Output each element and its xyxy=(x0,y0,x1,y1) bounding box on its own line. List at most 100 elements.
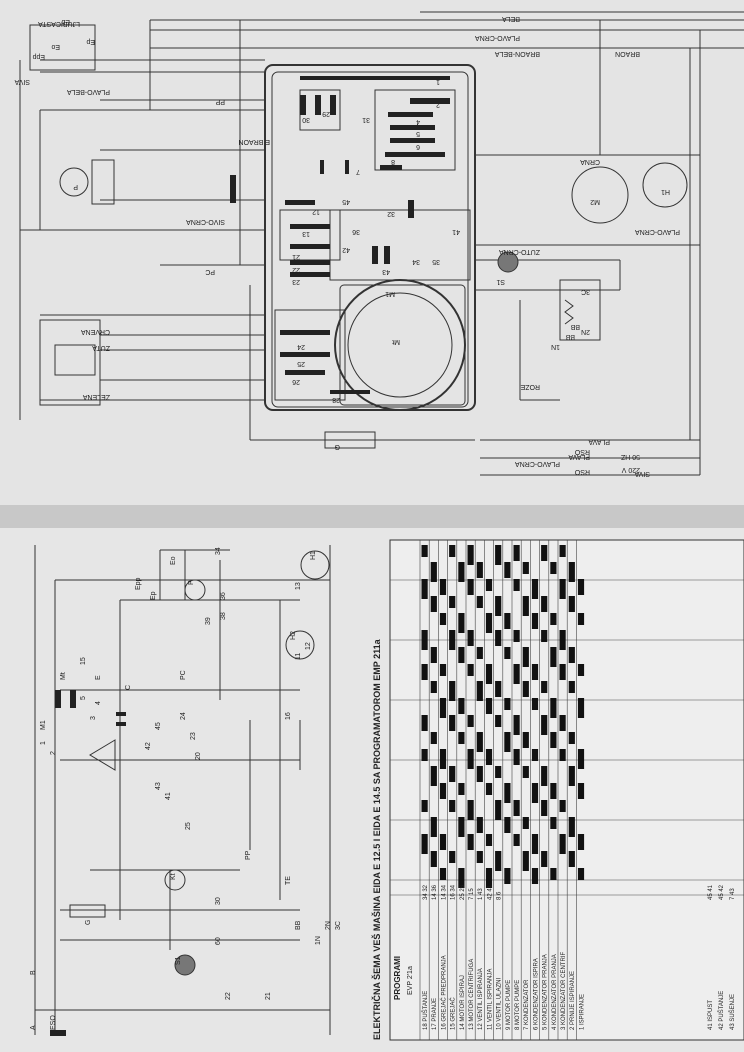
program-step-mark xyxy=(568,766,575,786)
table-row-label: 3 KONDENZATOR CENTRIF xyxy=(561,952,567,1030)
table-row-label: 2 PRNIJE ISPIRANJE xyxy=(570,971,576,1030)
schematic-label: 41 xyxy=(165,792,172,800)
schematic-label: 23 xyxy=(190,732,197,740)
program-step-mark xyxy=(577,579,585,595)
program-step-mark xyxy=(504,562,511,578)
program-step-mark xyxy=(504,868,511,884)
table-row-label: 17 PRANJE xyxy=(432,998,438,1030)
program-step-mark xyxy=(577,698,585,718)
supply-label: PLAVO-CRNA xyxy=(515,460,560,467)
schematic-label: 5 xyxy=(80,696,87,700)
program-step-mark xyxy=(439,868,447,880)
connector-number: 5 xyxy=(416,130,420,137)
table-contact-label: 14 36 xyxy=(432,884,438,900)
schematic-label: 42 xyxy=(145,742,152,750)
table-row-label: 11 VENTIL ISPIRANJA xyxy=(487,969,493,1030)
program-step-mark xyxy=(550,613,557,625)
program-step-mark xyxy=(485,664,493,684)
wire-label: ZUTO-CRNA xyxy=(499,248,540,255)
wire-label: BRAON-BELA xyxy=(495,50,540,57)
program-step-mark xyxy=(485,613,493,633)
schematic-label: BB xyxy=(295,920,302,930)
program-step-mark xyxy=(504,613,511,629)
program-step-mark xyxy=(467,545,474,565)
component-label: H1 xyxy=(661,188,670,195)
supply-label: 220 V xyxy=(621,466,640,473)
program-step-mark xyxy=(559,800,566,812)
program-step-mark xyxy=(513,715,520,735)
program-step-mark xyxy=(476,596,483,608)
program-step-mark xyxy=(476,681,483,701)
program-step-mark xyxy=(531,868,539,884)
program-step-mark xyxy=(513,749,520,765)
program-step-mark xyxy=(449,596,456,608)
component-label: Ep xyxy=(86,38,95,45)
program-step-mark xyxy=(577,868,585,880)
schematic-label: 43 xyxy=(155,782,162,790)
component-label: M2 xyxy=(590,198,600,205)
program-step-mark xyxy=(559,545,566,557)
program-step-mark xyxy=(485,698,493,714)
program-step-mark xyxy=(577,613,585,625)
schematic-label: 20 xyxy=(195,752,202,760)
component-label: S1 xyxy=(496,278,505,285)
component-label: PC xyxy=(205,268,215,275)
program-step-mark xyxy=(430,766,437,786)
schematic-label: 34 xyxy=(215,547,222,555)
program-step-mark xyxy=(495,681,502,697)
schematic-label: 24 xyxy=(180,712,187,720)
schematic-label: TE xyxy=(285,876,292,885)
program-step-mark xyxy=(513,579,520,591)
table-contact-label: 25 26 xyxy=(460,884,466,900)
switch-label: 2N xyxy=(581,328,590,335)
table-footer-value: 45 42 xyxy=(719,884,725,900)
component-label: P xyxy=(73,183,78,190)
table-row-label: 10 VENTIL ULAZNI xyxy=(497,978,503,1030)
program-step-mark xyxy=(439,664,447,676)
program-step-mark xyxy=(522,766,529,778)
program-step-mark xyxy=(439,834,447,850)
program-step-mark xyxy=(485,834,493,846)
schematic-label: H1 xyxy=(310,551,317,560)
table-contact-label: 42 41 xyxy=(487,884,493,900)
program-step-mark xyxy=(568,732,575,744)
program-step-mark xyxy=(577,834,585,850)
program-step-mark xyxy=(467,834,474,850)
program-switch-board xyxy=(264,64,476,411)
schematic-label: A xyxy=(30,1025,37,1030)
diagram-title: ELEKTRIČNA ŠEMA VEŠ MAŠINA EIDA E 12.5 I… xyxy=(371,638,382,1040)
connector-number: 13 xyxy=(302,230,310,237)
schematic-label: Epp xyxy=(135,577,142,590)
program-step-mark xyxy=(495,630,502,646)
program-step-mark xyxy=(449,681,456,701)
program-step-mark xyxy=(550,562,557,574)
wire-label: BRAON xyxy=(615,50,640,57)
schematic-label: 2 xyxy=(50,751,57,755)
switch-label: 3C xyxy=(581,288,590,295)
table-row-label: 12 VENTIL ISPIRANJA xyxy=(478,968,484,1030)
schematic-label: Kt xyxy=(170,873,177,880)
connector-number: 29 xyxy=(322,110,330,117)
program-step-mark xyxy=(476,851,483,863)
schematic-label: 30 xyxy=(215,897,222,905)
program-step-mark xyxy=(421,664,428,680)
connector-number: 26 xyxy=(292,378,300,385)
switch-label: 1N xyxy=(551,343,560,350)
program-step-mark xyxy=(559,749,566,761)
program-step-mark xyxy=(467,749,474,769)
component-label: Mt xyxy=(392,338,400,345)
program-step-mark xyxy=(522,596,529,616)
program-step-mark xyxy=(522,732,529,748)
top-wire-group xyxy=(19,11,744,476)
schematic-contact-marks xyxy=(50,690,126,1036)
connector-number: 6 xyxy=(416,143,420,150)
program-step-mark xyxy=(495,766,502,778)
program-step-mark xyxy=(485,579,493,591)
program-step-mark xyxy=(430,562,437,582)
program-step-mark xyxy=(449,766,456,782)
program-step-mark xyxy=(467,664,474,676)
program-step-mark xyxy=(458,647,465,663)
wire-label: E BRAON xyxy=(238,138,270,145)
